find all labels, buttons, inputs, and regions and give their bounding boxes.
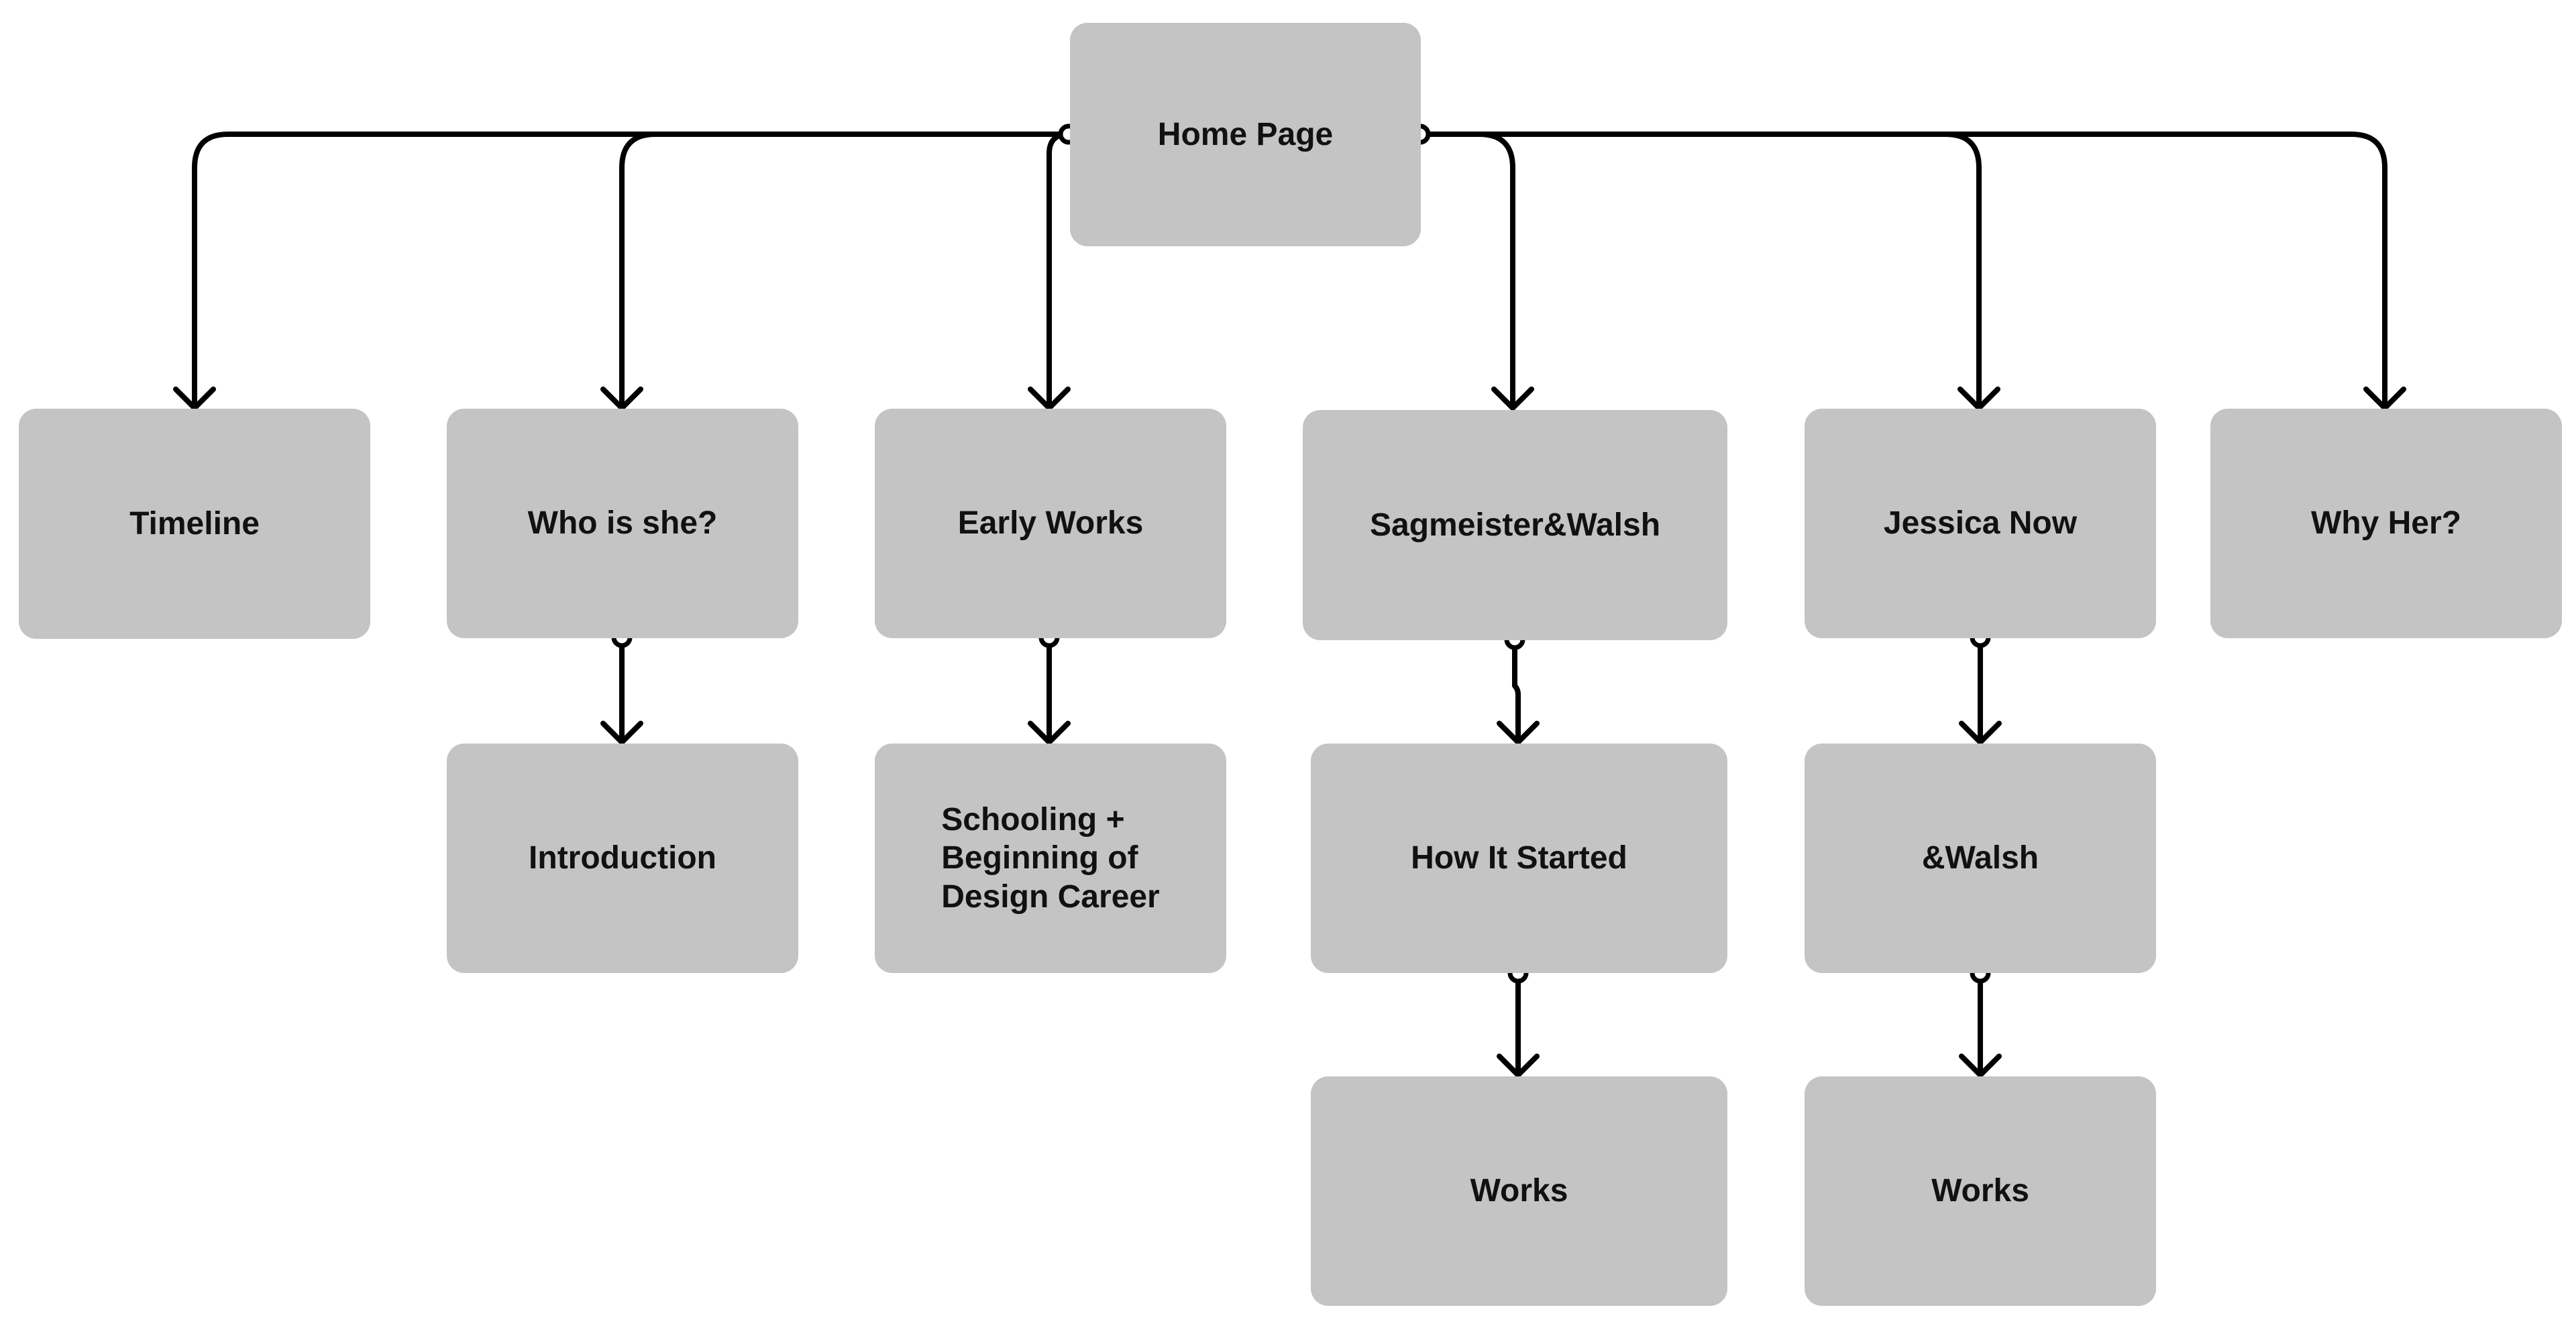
- node-jessica-now-label: Jessica Now: [1883, 505, 2078, 542]
- node-schooling[interactable]: Schooling + Beginning of Design Career: [875, 744, 1226, 973]
- node-jessica-now[interactable]: Jessica Now: [1805, 409, 2156, 638]
- arrowhead-jessica-now: [1957, 387, 2000, 411]
- node-why-her[interactable]: Why Her?: [2210, 409, 2562, 638]
- node-works-sagmeister[interactable]: Works: [1311, 1076, 1727, 1306]
- arrowhead-introduction: [600, 721, 643, 745]
- node-how-it-started-label: How It Started: [1411, 840, 1627, 876]
- node-how-it-started[interactable]: How It Started: [1311, 744, 1727, 973]
- connector-home-to-timeline: [192, 132, 1071, 411]
- connector-home-to-who-is-she: [619, 132, 1071, 411]
- node-who-is-she[interactable]: Who is she?: [447, 409, 798, 638]
- node-timeline-label: Timeline: [129, 505, 260, 542]
- node-introduction[interactable]: Introduction: [447, 744, 798, 973]
- node-works-jessica-label: Works: [1931, 1173, 2029, 1209]
- node-home-page[interactable]: Home Page: [1070, 23, 1421, 246]
- arrowhead-works-sw: [1497, 1054, 1540, 1078]
- arrowhead-schooling: [1028, 721, 1071, 745]
- node-who-is-she-label: Who is she?: [527, 505, 718, 542]
- node-and-walsh[interactable]: &Walsh: [1805, 744, 2156, 973]
- node-home-page-label: Home Page: [1157, 116, 1334, 152]
- arrowhead-and-walsh: [1959, 721, 2002, 745]
- node-works-jessica[interactable]: Works: [1805, 1076, 2156, 1306]
- arrowhead-timeline: [173, 387, 216, 411]
- node-works-sagmeister-label: Works: [1470, 1173, 1568, 1209]
- connector-home-to-why-her: [1417, 132, 2387, 411]
- arrowhead-why-her: [2363, 387, 2406, 411]
- node-early-works-label: Early Works: [957, 505, 1144, 542]
- connector-sagmeister-walsh-to-how-it-started: [1512, 637, 1521, 745]
- arrowhead-works-jn: [1959, 1054, 2002, 1078]
- node-why-her-label: Why Her?: [2310, 505, 2461, 542]
- node-and-walsh-label: &Walsh: [1921, 840, 2039, 876]
- node-schooling-label: Schooling + Beginning of Design Career: [941, 801, 1160, 915]
- arrowhead-sagmeister-walsh: [1491, 387, 1534, 411]
- node-timeline[interactable]: Timeline: [19, 409, 370, 639]
- node-early-works[interactable]: Early Works: [875, 409, 1226, 638]
- arrowhead-early-works: [1028, 387, 1071, 411]
- node-introduction-label: Introduction: [529, 840, 716, 876]
- connector-home-to-sagmeister-walsh: [1417, 132, 1515, 411]
- arrowhead-how-it-started: [1497, 721, 1540, 745]
- connector-home-to-jessica-now: [1417, 132, 1982, 411]
- node-sagmeister-walsh-label: Sagmeister&Walsh: [1369, 507, 1661, 543]
- node-sagmeister-walsh[interactable]: Sagmeister&Walsh: [1303, 410, 1727, 640]
- connector-home-to-early-works: [1046, 132, 1071, 411]
- arrowhead-who-is-she: [600, 387, 643, 411]
